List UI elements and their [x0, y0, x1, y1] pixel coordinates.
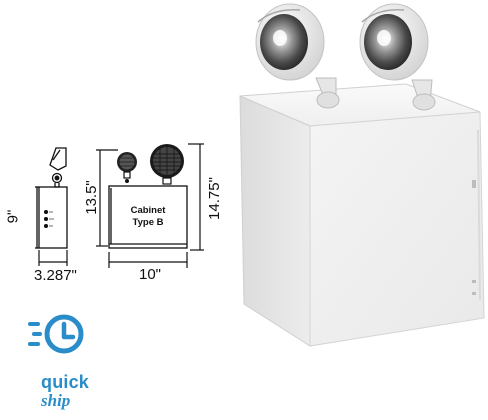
- quick-ship-word-quick: quick: [41, 372, 90, 392]
- front-width-dimension: [108, 252, 188, 268]
- clock-icon: [28, 314, 84, 354]
- left-lamp-head: [255, 3, 340, 109]
- cabinet-label-line1: Cabinet: [130, 205, 166, 216]
- side-cabinet-body: [35, 186, 68, 249]
- front-total-height-dimension: [188, 143, 204, 251]
- front-small-lamp-head: [117, 152, 137, 183]
- quick-ship-word-ship: ship: [41, 391, 71, 410]
- cabinet-side-face: [309, 111, 485, 347]
- side-view-drawing: [35, 147, 68, 266]
- front-height-dimension: [96, 149, 118, 247]
- front-cabinet-body: [108, 185, 188, 249]
- front-total-height-label: 14.75": [205, 177, 223, 220]
- side-lamp-head: [49, 147, 67, 188]
- front-large-lamp-head: [150, 144, 184, 185]
- front-height-label: 13.5": [82, 180, 100, 215]
- cabinet-front-face: [239, 95, 311, 347]
- front-view-drawing: [96, 143, 204, 268]
- front-width-label: 10": [139, 266, 162, 283]
- cabinet-label-line2: Type B: [132, 217, 164, 228]
- side-width-dimension: [38, 250, 68, 266]
- side-width-label: 3.287": [34, 267, 77, 284]
- product-photo: [239, 3, 485, 347]
- right-lamp-head: [359, 3, 436, 111]
